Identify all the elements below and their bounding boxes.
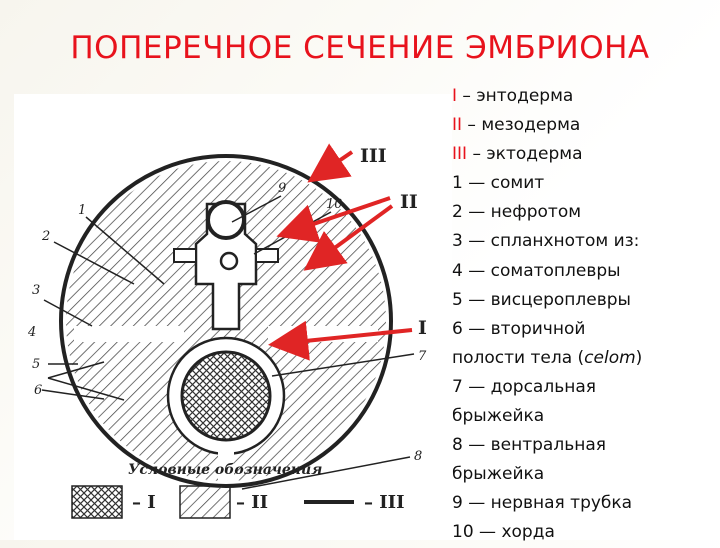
key-label-mesoderm: – II <box>236 492 268 513</box>
legend-text: 7 — дорсальная <box>452 376 596 397</box>
layer-arrows <box>268 143 413 361</box>
label-3: 3 <box>32 283 40 298</box>
legend-marker: II <box>452 115 463 136</box>
arrow-ectoderm <box>307 143 354 183</box>
legend-item: 6 — вторичной <box>452 315 714 344</box>
label-5: 5 <box>32 357 40 372</box>
label-4: 4 <box>27 325 36 340</box>
label-2: 2 <box>41 229 50 244</box>
legend-text: 5 — висцероплевры <box>452 289 631 310</box>
arrow-mesoderm-upper <box>276 196 391 243</box>
legend-text: брыжейка <box>452 406 545 427</box>
legend-text: – мезодерма <box>462 115 581 136</box>
legend-item: III – эктодерма <box>452 140 714 169</box>
legend-item: 8 — вентральная <box>452 431 714 460</box>
legend-item: 7 — дорсальная <box>452 373 714 402</box>
legend-item: брыжейка <box>452 402 714 431</box>
arrow-mesoderm-lower <box>303 204 394 271</box>
embryo-cross-section-figure: 9 10 1 2 3 4 5 6 7 8 III II I Условные о… <box>14 94 452 540</box>
legend-item: 4 — соматоплевры <box>452 257 714 286</box>
legend-text: – эктодерма <box>467 144 583 165</box>
legend-text: 6 — вторичной <box>452 318 586 339</box>
arrow-endoderm <box>268 320 413 361</box>
label-1: 1 <box>78 203 86 218</box>
legend-text: полости тела ( <box>452 347 585 368</box>
legend-item: II – мезодерма <box>452 111 714 140</box>
label-7: 7 <box>418 349 427 364</box>
legend-text: 4 — соматоплевры <box>452 260 621 281</box>
label-6: 6 <box>34 383 42 398</box>
key-label-ectoderm: – III <box>364 492 405 513</box>
layer-labels: III II I <box>360 145 427 339</box>
legend-item: 10 — хорда <box>452 518 714 547</box>
label-10: 10 <box>326 197 343 212</box>
legend-text: 9 — нервная трубка <box>452 493 633 514</box>
legend-text: 1 — сомит <box>452 173 545 194</box>
legend-item: 1 — сомит <box>452 169 714 198</box>
legend-item: брыжейка <box>452 460 714 489</box>
legend-item: I – энтодерма <box>452 82 714 111</box>
legend-marker: III <box>452 144 468 165</box>
legend-text-after: ) <box>635 347 643 368</box>
neural-tube <box>206 200 246 240</box>
figure-label-endoderm: I <box>418 317 427 339</box>
legend-item: 2 — нефротом <box>452 198 714 227</box>
label-8: 8 <box>414 449 422 464</box>
embryo-diagram: 9 10 1 2 3 4 5 6 7 8 III II I Условные о… <box>27 143 427 519</box>
key-title: Условные обозначения <box>128 462 322 478</box>
notochord <box>219 251 239 271</box>
legend-text: 3 — спланхнотом из: <box>452 231 640 252</box>
key-label-endoderm: – I <box>132 492 156 513</box>
legend-text: брыжейка <box>452 464 545 485</box>
key-swatch-mesoderm <box>179 485 231 519</box>
legend-item: полости тела (celom) <box>452 344 714 373</box>
legend-text: – энтодерма <box>457 86 574 106</box>
legend-text: 10 — хорда <box>452 522 555 543</box>
legend-item: 5 — висцероплевры <box>452 286 714 315</box>
figure-label-ectoderm: III <box>360 145 387 167</box>
legend-list: I – энтодерма II – мезодерма III – эктод… <box>452 82 714 548</box>
legend-item: 9 — нервная трубка <box>452 489 714 518</box>
legend-italic: celom <box>584 347 636 368</box>
endoderm-gut <box>180 350 272 442</box>
key-swatch-endoderm <box>71 485 123 519</box>
legend-item: 3 — спланхнотом из: <box>452 227 714 256</box>
label-9: 9 <box>278 181 286 196</box>
legend-marker: I <box>452 86 458 106</box>
legend-text: 2 — нефротом <box>452 202 582 223</box>
leader-lines <box>41 195 415 490</box>
figure-label-mesoderm: II <box>400 191 418 213</box>
part-number-labels: 9 10 1 2 3 4 5 6 7 8 <box>27 181 427 464</box>
legend-text: 8 — вентральная <box>452 435 606 456</box>
slide-title: ПОПЕРЕЧНОЕ СЕЧЕНИЕ ЭМБРИОНА <box>70 30 650 66</box>
